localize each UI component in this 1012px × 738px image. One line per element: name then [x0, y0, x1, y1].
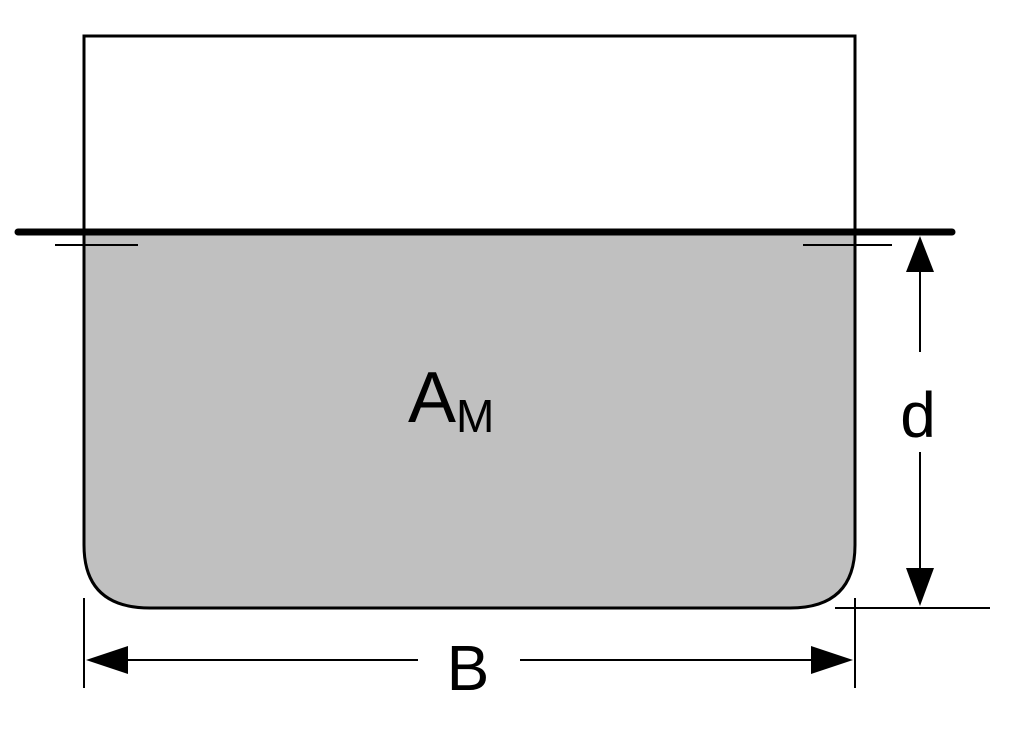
draft-arrow-up-icon	[906, 236, 934, 272]
draft-label: d	[900, 379, 936, 451]
breadth-label: B	[447, 632, 490, 704]
breadth-arrow-right-icon	[811, 646, 853, 674]
area-label: AM	[408, 358, 494, 442]
area-label-main: A	[408, 358, 456, 438]
hull-above-waterline	[82, 34, 857, 232]
draft-arrow-down-icon	[906, 568, 934, 606]
hull-submerged-section	[82, 228, 857, 610]
breadth-arrow-left-icon	[86, 646, 128, 674]
area-label-subscript: M	[456, 390, 494, 442]
